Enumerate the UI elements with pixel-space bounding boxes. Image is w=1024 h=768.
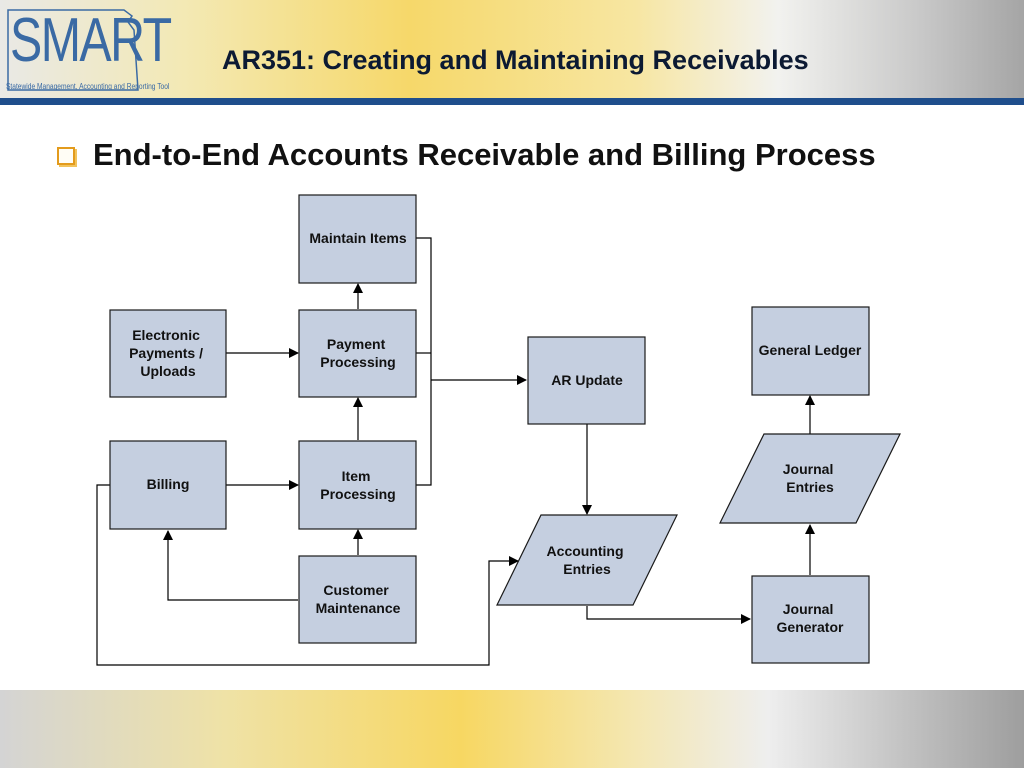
general-ledger-box — [751, 306, 870, 396]
billing-label: Billing — [147, 476, 190, 492]
logo-text: SMART — [10, 6, 172, 75]
page-title: AR351: Creating and Maintaining Receivab… — [222, 45, 809, 75]
ar-update-box — [527, 336, 646, 425]
payment-processing-label: Payment Processing — [320, 336, 395, 370]
electronic-payments-box — [109, 309, 227, 398]
accounting-entries-parallelogram — [496, 514, 678, 606]
maintain-items-label: Maintain Items — [309, 230, 406, 246]
footer-background — [0, 690, 1024, 768]
customer-maintenance-label: Customer Maintenance — [316, 582, 401, 616]
journal-entries-label: Journal Entries — [783, 461, 837, 495]
electronic-payments-label: Electronic Payments / Uploads — [129, 327, 207, 379]
logo-tagline: Statewide Management, Accounting and Rep… — [6, 82, 170, 91]
general-ledger-label: General Ledger — [759, 342, 862, 358]
arrow-accounting-to-journal-generator — [586, 606, 751, 624]
journal-generator-box — [751, 575, 870, 664]
maintain-items-box — [298, 194, 417, 284]
ar-update-label: AR Update — [551, 372, 623, 388]
section-heading: End-to-End Accounts Receivable and Billi… — [93, 137, 876, 172]
kansas-outline-icon — [7, 9, 139, 91]
line-maintain-item-bus — [416, 237, 432, 486]
billing-box — [109, 440, 227, 530]
arrow-customer-to-billing — [163, 530, 298, 601]
connectors — [96, 237, 815, 666]
item-processing-label: Item Processing — [320, 468, 395, 502]
payment-processing-box — [298, 309, 417, 398]
item-processing-box — [298, 440, 417, 530]
checkbox-bullet-icon — [57, 147, 75, 165]
arrow-billing-to-accounting — [96, 484, 519, 666]
header-accent-bar — [0, 98, 1024, 105]
customer-maintenance-box — [298, 555, 417, 644]
journal-generator-label: Journal Generator — [777, 601, 844, 635]
journal-entries-parallelogram — [719, 433, 901, 524]
accounting-entries-label: Accounting Entries — [547, 543, 628, 577]
header-background — [0, 0, 1024, 98]
